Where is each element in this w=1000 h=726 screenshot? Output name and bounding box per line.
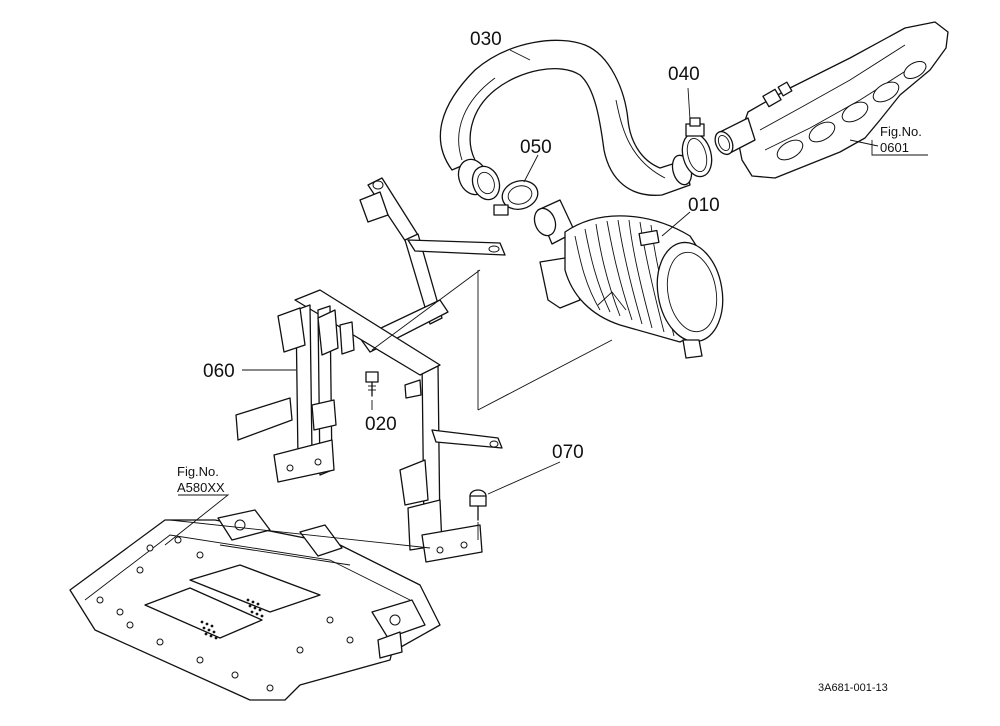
fig-ref-frame-line1: Fig.No. <box>177 464 219 479</box>
part-number-010: 010 <box>688 195 720 216</box>
part-number-020: 020 <box>365 414 397 435</box>
intake-hose <box>439 39 693 201</box>
bracket-assembly <box>235 177 506 563</box>
part-number-050: 050 <box>520 137 552 158</box>
fig-ref-engine-line1: Fig.No. <box>880 124 922 139</box>
intake-manifold <box>714 21 949 179</box>
part-number-060: 060 <box>203 361 235 382</box>
hose-clamp-040 <box>681 117 713 178</box>
part-number-030: 030 <box>470 29 502 50</box>
part-number-040: 040 <box>668 64 700 85</box>
base-plate <box>69 509 441 701</box>
part-number-070: 070 <box>552 442 584 463</box>
hose-clamp-050 <box>493 180 539 216</box>
assembly-lines <box>169 269 613 566</box>
bolt-020 <box>365 371 379 397</box>
bolt-070 <box>469 489 487 521</box>
drawing-code: 3A681-001-13 <box>818 682 888 694</box>
vent-grille <box>200 598 264 640</box>
fig-ref-frame-line2: A580XX <box>177 480 225 495</box>
air-cleaner <box>533 199 724 359</box>
fig-ref-engine-line2: 0601 <box>880 140 909 155</box>
leader-lines <box>164 49 928 546</box>
air-cleaner-ribs <box>574 219 675 337</box>
